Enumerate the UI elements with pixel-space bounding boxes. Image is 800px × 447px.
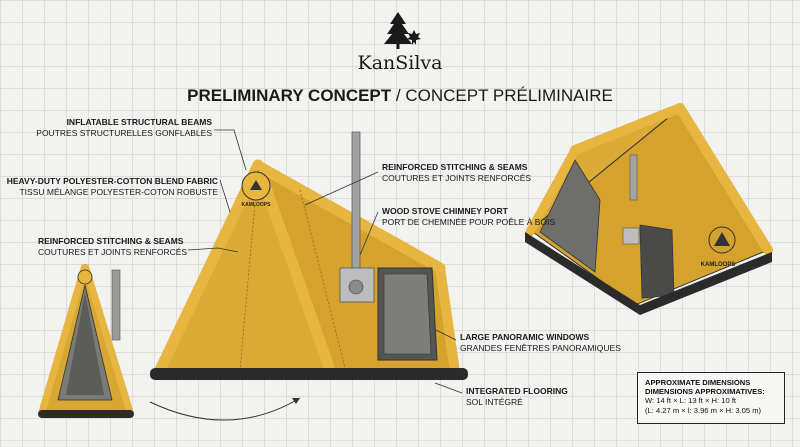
dimensions-heading-fr: DIMENSIONS APPROXIMATIVES: (645, 387, 765, 397)
dimensions-metric: (L: 4.27 m × l: 3.96 m × H: 3.05 m) (645, 405, 762, 415)
pine-tree-maple-leaf-icon (384, 12, 421, 49)
title-bold: PRELIMINARY CONCEPT (187, 86, 392, 105)
brand-logo: KanSilva (350, 10, 450, 74)
dimensions-imperial: W: 14 ft × L: 13 ft × H: 10 ft (645, 396, 737, 406)
brand-name: KanSilva (357, 52, 443, 74)
page-title: PRELIMINARY CONCEPT / CONCEPT PRÉLIMINAI… (0, 86, 800, 106)
rear-view-tent: KAMLOOPS (525, 103, 773, 315)
callout-beams: INFLATABLE STRUCTURAL BEAMS POUTRES STRU… (36, 117, 212, 138)
main-tent: KAMLOOPS (150, 131, 468, 380)
callout-stitching-right: REINFORCED STITCHING & SEAMS COUTURES ET… (382, 162, 532, 183)
callout-fabric: HEAVY-DUTY POLYESTER-COTTON BLEND FABRIC… (6, 176, 218, 197)
rear-tent-badge-label: KAMLOOPS (701, 262, 736, 268)
main-tent-badge-label: KAMLOOPS (242, 202, 272, 208)
dimensions-heading-en: APPROXIMATE DIMENSIONS (645, 378, 751, 387)
dimensions-box: APPROXIMATE DIMENSIONS DIMENSIONS APPROX… (637, 372, 785, 424)
callout-stitching-left: REINFORCED STITCHING & SEAMS COUTURES ET… (38, 236, 188, 257)
title-rest: / CONCEPT PRÉLIMINAIRE (391, 86, 613, 105)
leader-lines (187, 129, 463, 394)
front-view-tent (38, 263, 134, 418)
callout-chimney: WOOD STOVE CHIMNEY PORT PORT DE CHEMINÉE… (382, 206, 556, 227)
callout-windows: LARGE PANORAMIC WINDOWS GRANDES FENÊTRES… (460, 332, 621, 353)
callout-flooring: INTEGRATED FLOORING SOL INTÉGRÉ (466, 386, 568, 407)
